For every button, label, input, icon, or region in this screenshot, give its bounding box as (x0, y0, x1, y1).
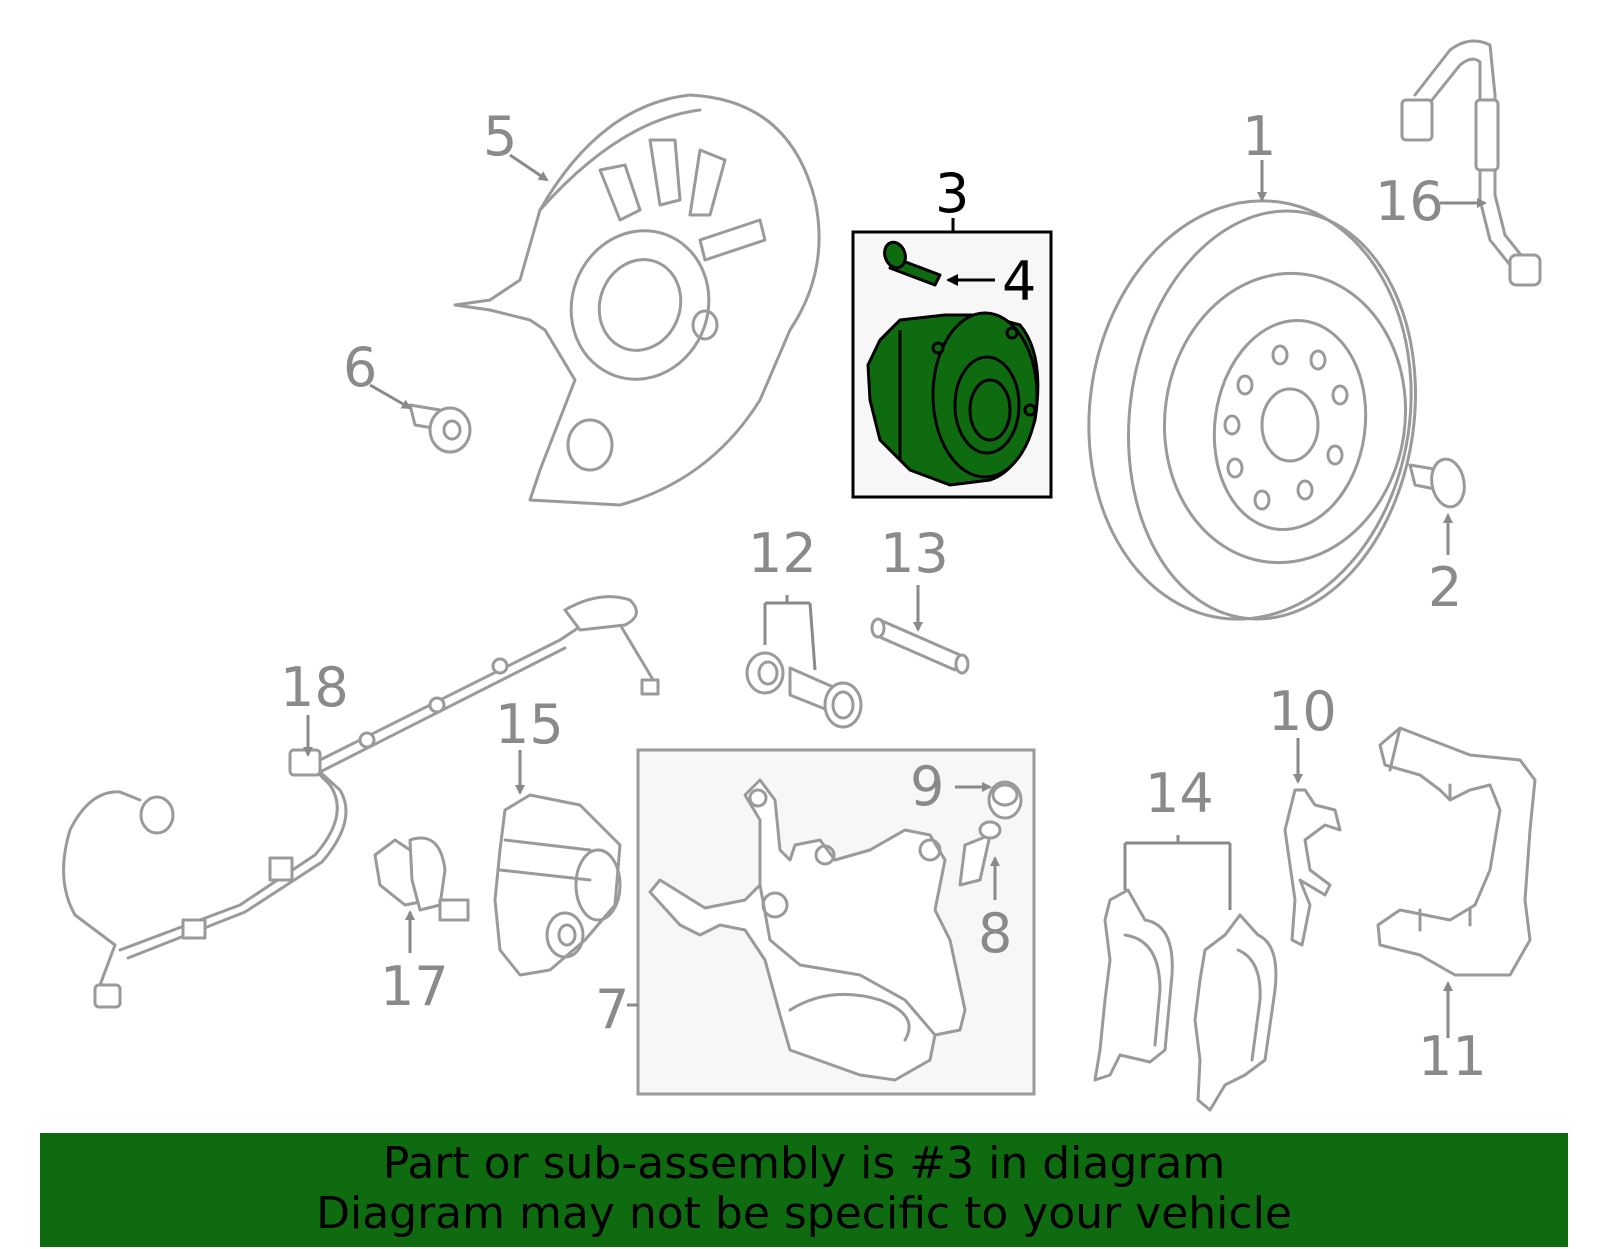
part-12-bushings (745, 651, 863, 729)
part-18-abs-sensor-wire (62, 595, 660, 1009)
callout-14: 14 (1145, 762, 1214, 825)
part-13-guide-pin (870, 617, 970, 675)
footer-banner: Part or sub-assembly is #3 in diagram Di… (40, 1133, 1568, 1247)
leader-5 (509, 153, 549, 182)
part-9-cap (987, 780, 1023, 820)
callout-4: 4 (1002, 250, 1036, 313)
callout-2: 2 (1428, 556, 1462, 619)
part-6-bolt (408, 403, 472, 454)
part-1-brake-rotor (1087, 199, 1417, 621)
callout-12: 12 (748, 522, 817, 585)
callout-1: 1 (1242, 105, 1276, 168)
part-14-brake-pads (1093, 888, 1278, 1112)
callout-6: 6 (343, 336, 377, 399)
callout-7: 7 (595, 978, 629, 1041)
footer-line-1: Part or sub-assembly is #3 in diagram (382, 1138, 1226, 1189)
leader-6 (369, 383, 412, 410)
part-16-brake-hose (1400, 39, 1542, 287)
callout-3: 3 (935, 162, 969, 225)
part-7-caliper (648, 778, 967, 1082)
footer-line-2: Diagram may not be specific to your vehi… (316, 1188, 1292, 1239)
callout-11: 11 (1418, 1025, 1487, 1088)
callout-8: 8 (978, 902, 1012, 965)
callout-13: 13 (880, 522, 949, 585)
callout-10: 10 (1268, 680, 1337, 743)
part-11-carrier-bracket (1376, 726, 1537, 977)
part-17-sensor (373, 836, 470, 922)
part-3-wheel-hub (866, 311, 1040, 487)
part-10-spring-clip (1283, 788, 1342, 947)
leader-14 (1123, 835, 1232, 910)
part-15-parking-motor (493, 793, 622, 977)
callout-16: 16 (1375, 170, 1444, 233)
callout-18: 18 (280, 656, 349, 719)
part-4-hub-bolt (883, 240, 942, 287)
callout-15: 15 (495, 693, 564, 756)
part-5-dust-shield (453, 93, 821, 507)
callout-5: 5 (483, 105, 517, 168)
callout-9: 9 (910, 755, 944, 818)
callout-17: 17 (380, 955, 449, 1018)
part-8-bleeder (958, 820, 1002, 887)
part-2-screw (1408, 457, 1466, 509)
leader-12 (763, 595, 817, 671)
